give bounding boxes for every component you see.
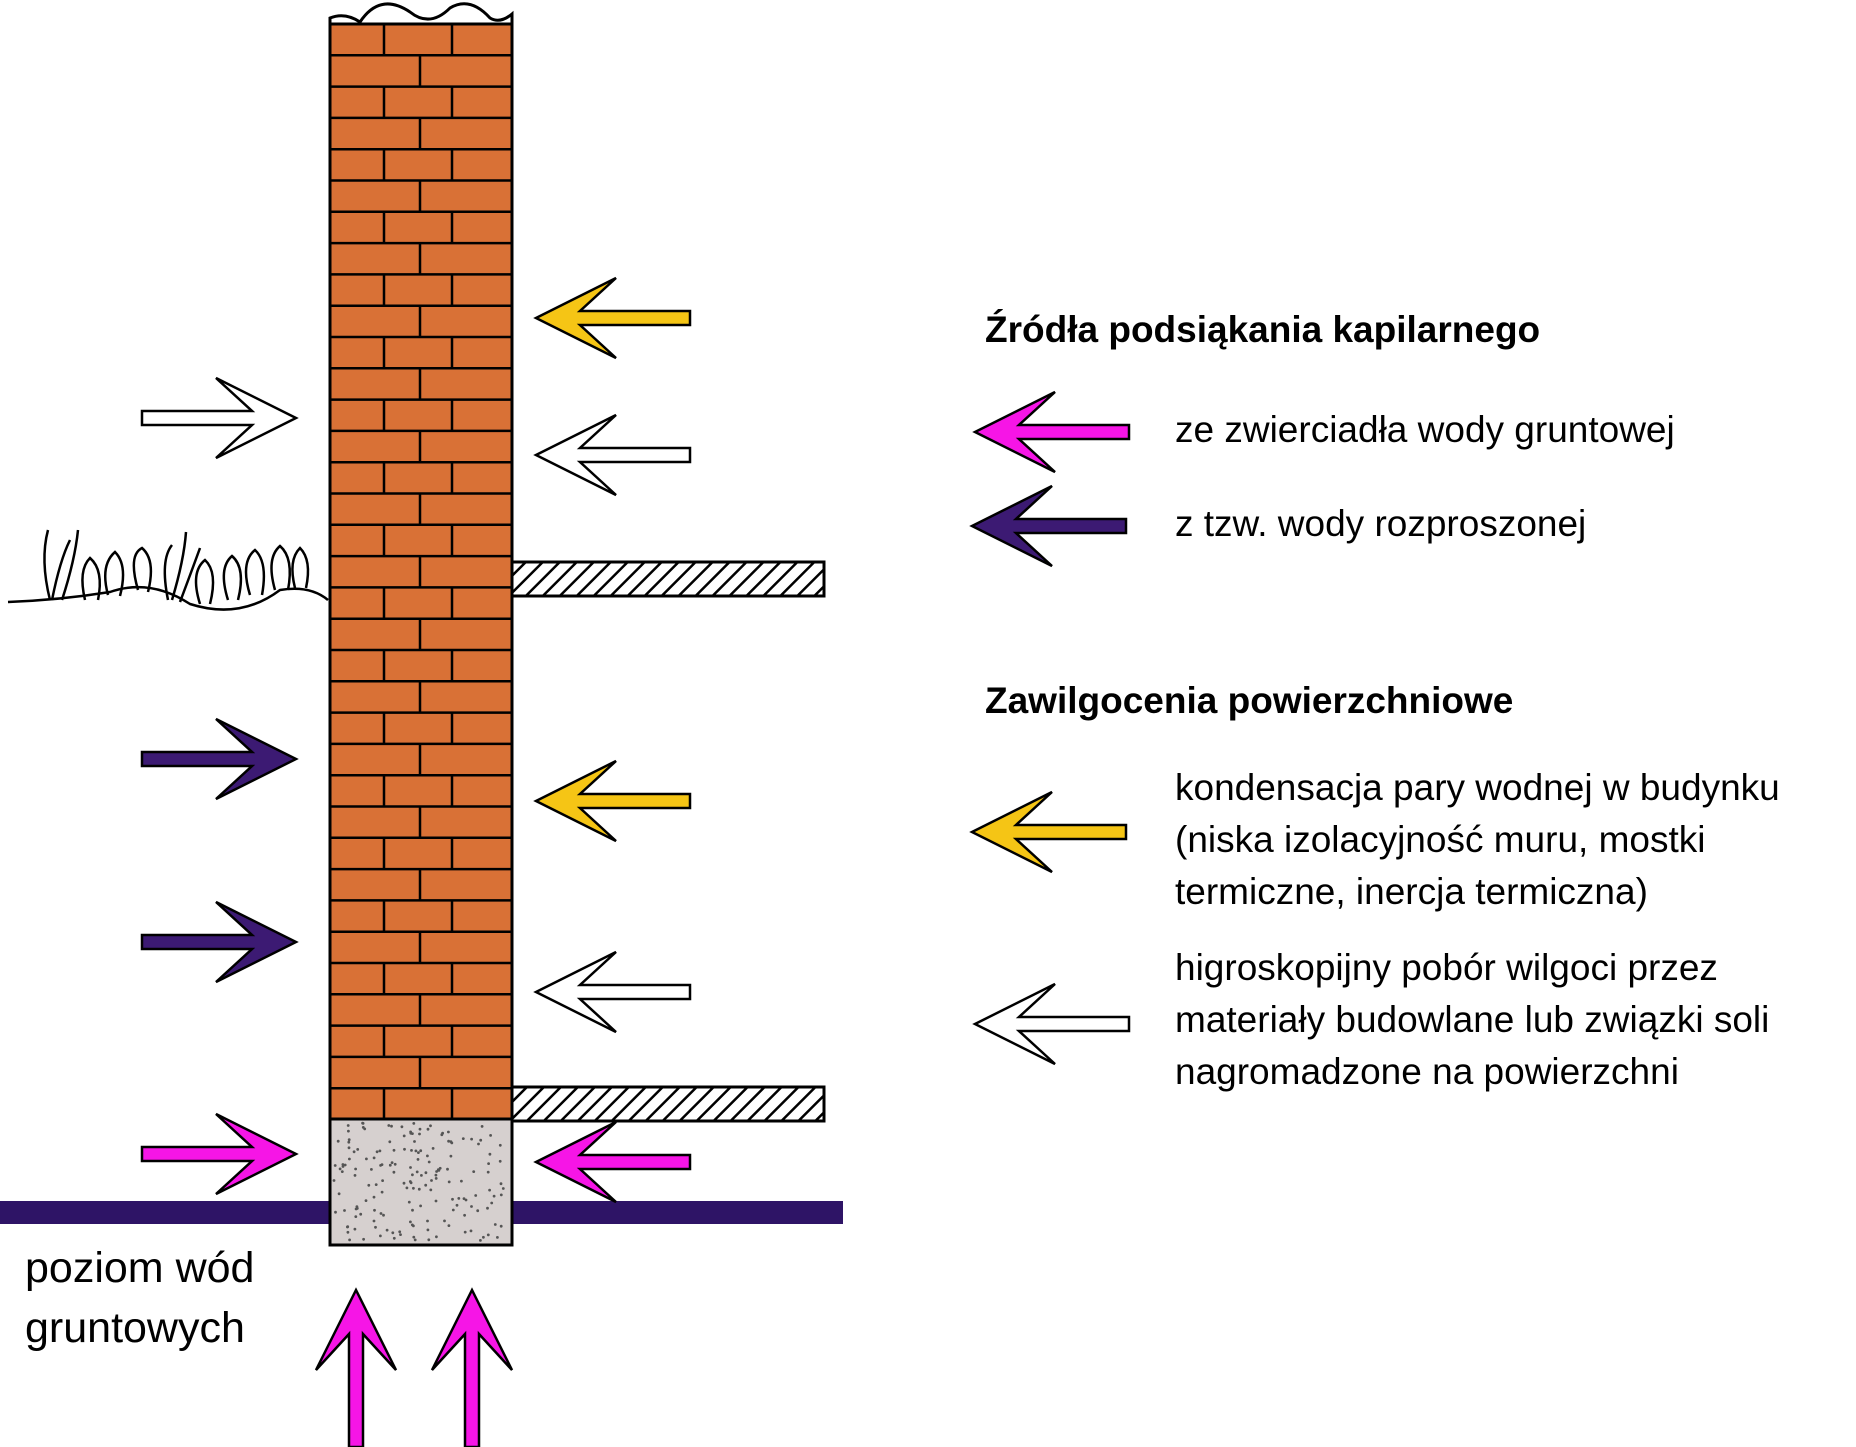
arrow-icon-legend-magenta xyxy=(972,390,1131,474)
groundwater-label-line-1: poziom wód xyxy=(25,1244,254,1292)
arrow-icon-legend-purple xyxy=(969,484,1128,568)
concrete-foundation xyxy=(328,1117,514,1247)
legend-heading-surface: Zawilgocenia powierzchniowe xyxy=(985,680,1513,721)
arrow-icon-yellow-wall-2 xyxy=(533,759,692,843)
arrow-icon-legend-yellow xyxy=(969,790,1128,874)
legend-hygroscopic-line-2: materiały budowlane lub związki soli xyxy=(1175,999,1769,1040)
legend-condensation-line-2: (niska izolacyjność muru, mostki xyxy=(1175,819,1705,860)
brick-wall xyxy=(328,2,514,1121)
arrow-icon-purple-wall-1 xyxy=(140,717,299,801)
arrow-icon-white-wall-1 xyxy=(533,413,692,497)
legend-item-dispersed-water: z tzw. wody rozproszonej xyxy=(1175,503,1586,544)
legend-condensation-line-3: termiczne, inercja termiczna) xyxy=(1175,871,1648,912)
floor-slab-lower xyxy=(510,1085,826,1123)
floor-slab-upper xyxy=(510,560,826,598)
grass-icon xyxy=(7,529,329,611)
arrow-icon-magenta-up-2 xyxy=(430,1287,514,1447)
legend-heading-capillary: Źródła podsiąkania kapilarnego xyxy=(985,309,1540,350)
legend-hygroscopic-line-1: higroskopijny pobór wilgoci przez xyxy=(1175,947,1718,988)
arrow-icon-white-wall-outer xyxy=(140,376,299,460)
mortar-lines xyxy=(330,24,512,1119)
legend-hygroscopic-line-3: nagromadzone na powierzchni xyxy=(1175,1051,1679,1092)
arrow-icon-magenta-up-1 xyxy=(314,1287,398,1447)
arrow-icon-yellow-wall-1 xyxy=(533,276,692,360)
arrow-icon-purple-wall-2 xyxy=(140,900,299,984)
legend-item-groundwater: ze zwierciadła wody gruntowej xyxy=(1175,409,1675,450)
legend-condensation-line-1: kondensacja pary wodnej w budynku xyxy=(1175,767,1780,808)
groundwater-label-line-2: gruntowych xyxy=(25,1304,245,1352)
arrow-icon-legend-white xyxy=(972,982,1131,1066)
broken-wall-top xyxy=(328,2,514,26)
arrow-icon-magenta-wall-left xyxy=(140,1112,299,1196)
arrow-icon-magenta-wall-right xyxy=(533,1120,692,1204)
arrow-icon-white-wall-2 xyxy=(533,950,692,1034)
